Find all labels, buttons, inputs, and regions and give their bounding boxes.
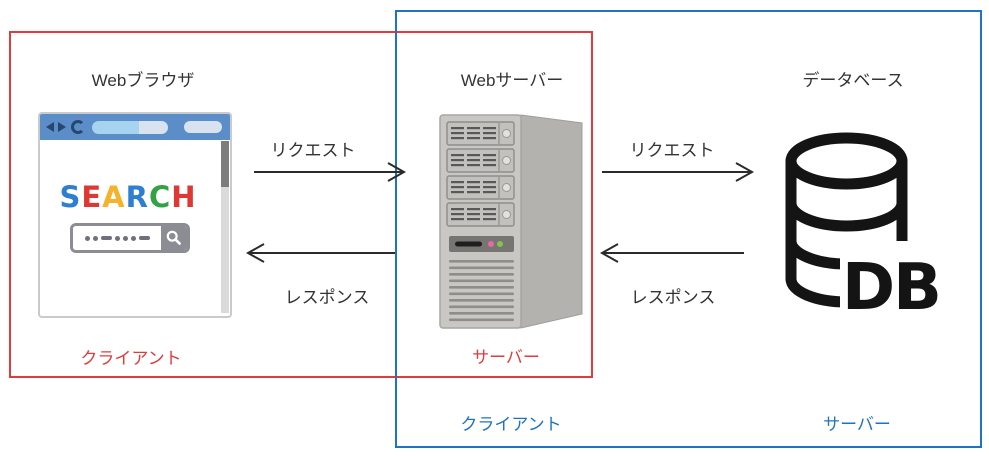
magnifier-icon	[166, 230, 181, 245]
red-client-label: クライアント	[80, 349, 182, 368]
red-server-label: サーバー	[472, 348, 540, 367]
forward-icon	[58, 122, 66, 132]
scrollbar	[221, 141, 229, 313]
dot	[84, 235, 90, 241]
search-logo-letter: H	[171, 180, 197, 214]
dash	[138, 236, 150, 240]
browser-titlebar	[40, 114, 230, 140]
scrollbar-thumb	[221, 141, 229, 187]
database-title: データベース	[802, 71, 904, 90]
search-logo: SEARCH	[40, 180, 216, 214]
blue-group-box	[395, 10, 982, 448]
response-label-2: レスポンス	[630, 288, 716, 307]
refresh-icon	[71, 120, 85, 134]
dot	[130, 235, 136, 241]
browser-illustration: SEARCH	[38, 112, 232, 318]
db-bottom-arc	[785, 273, 852, 308]
arrow-db-to-server	[599, 243, 744, 263]
server-drive-bays	[446, 121, 515, 227]
db-label-backdrop	[840, 241, 940, 317]
db-label: DB	[842, 251, 940, 317]
dash	[100, 236, 112, 240]
red-group-box	[9, 31, 593, 378]
search-logo-letter: E	[81, 180, 103, 214]
search-logo-letter: A	[102, 180, 126, 214]
search-input	[70, 223, 190, 253]
request-label-2: リクエスト	[629, 141, 715, 160]
dot	[92, 235, 98, 241]
db-top-disc	[785, 132, 908, 190]
search-field	[73, 226, 161, 250]
arrow-server-to-browser	[245, 243, 395, 263]
search-logo-letter: S	[59, 180, 82, 214]
server-side-panel	[520, 114, 583, 329]
blue-client-label: クライアント	[460, 415, 562, 434]
dot	[114, 235, 120, 241]
server-led-panel	[449, 236, 514, 252]
arrow-server-to-db	[602, 162, 755, 182]
search-logo-letter: C	[148, 180, 172, 214]
browser-title: Webブラウザ	[91, 71, 195, 90]
titlebar-pill	[184, 121, 222, 133]
dot	[122, 235, 128, 241]
server-vents	[449, 260, 514, 322]
db-band-1	[785, 197, 908, 232]
browser-content: SEARCH	[40, 140, 230, 316]
search-button	[161, 226, 187, 250]
blue-server-label: サーバー	[823, 415, 891, 434]
address-bar	[92, 120, 168, 134]
request-label-1: リクエスト	[270, 141, 356, 160]
back-icon	[46, 122, 54, 132]
search-logo-letter: R	[125, 180, 149, 214]
database-icon: DB	[785, 132, 940, 317]
server-illustration	[439, 114, 583, 329]
arrow-browser-to-server	[254, 162, 407, 182]
response-label-1: レスポンス	[284, 288, 370, 307]
web-server-title: Webサーバー	[460, 71, 564, 90]
